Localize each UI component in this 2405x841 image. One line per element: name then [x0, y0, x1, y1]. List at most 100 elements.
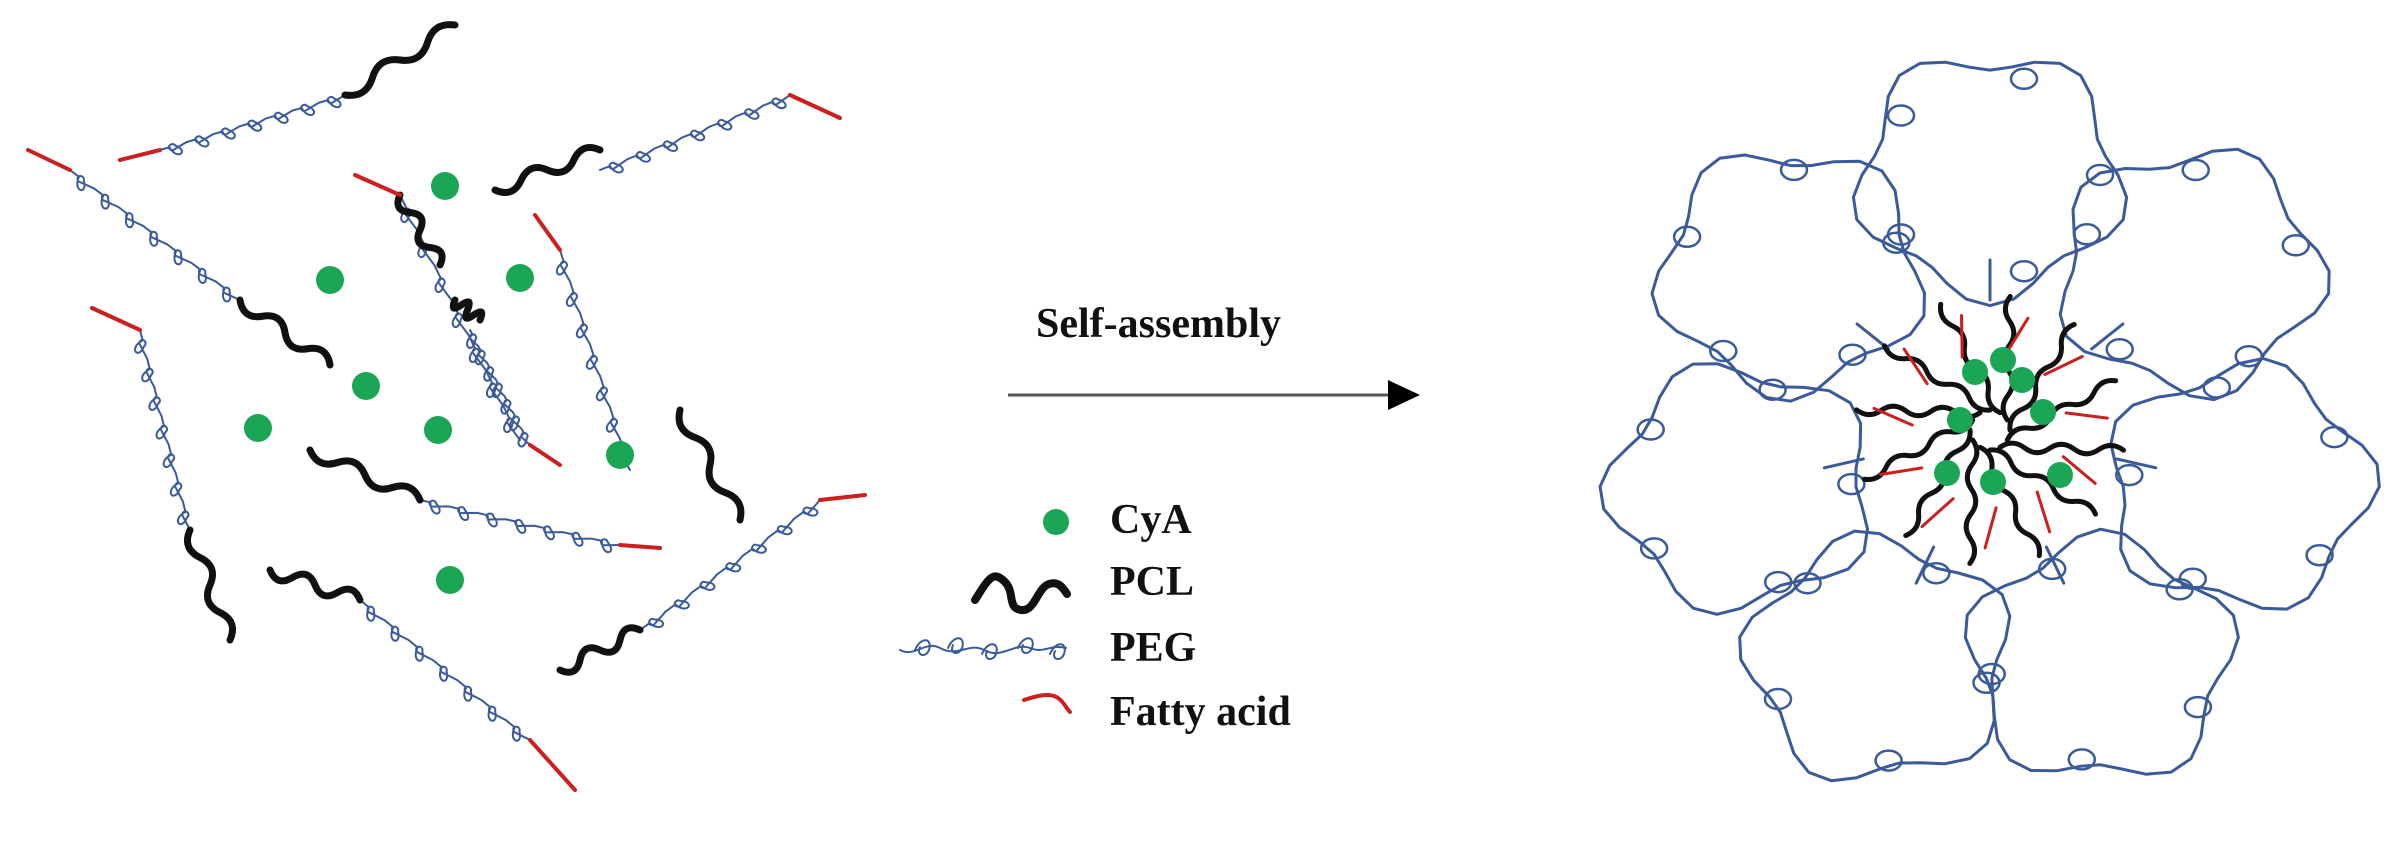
- peg-chain: [555, 249, 631, 471]
- peg-corona-loop: [1963, 527, 2240, 776]
- cya-dot: [316, 266, 344, 294]
- peg-tether: [2090, 322, 2125, 351]
- legend-fatty-acid-icon: [1022, 692, 1072, 714]
- peg-tether: [1914, 545, 1936, 585]
- peg-chain: [466, 329, 531, 448]
- self-assembly-label: Self-assembly: [1036, 301, 1281, 347]
- fatty-acid-segment: [1872, 406, 1914, 427]
- peg-coil-loop: [2085, 163, 2115, 187]
- peg-chain: [399, 194, 521, 441]
- fatty-acid-segment: [1920, 497, 1955, 528]
- cya-dot: [506, 264, 534, 292]
- peg-chain: [159, 94, 346, 156]
- peg-tether: [2044, 545, 2066, 585]
- cya-dot: [2009, 367, 2035, 393]
- peg-coil-loop: [1972, 671, 2001, 695]
- legend-peg-icon: [899, 637, 1067, 661]
- cya-dot: [2030, 399, 2056, 425]
- peg-tether: [1822, 457, 1865, 470]
- micelle: [1598, 60, 2381, 783]
- peg-coil-loop: [1709, 339, 1738, 363]
- cya-dot: [244, 414, 272, 442]
- pcl-block: [236, 296, 334, 369]
- pcl-core-strand: [1987, 447, 2099, 517]
- pcl-core-strand: [2007, 321, 2077, 433]
- peg-coil-loop: [1672, 225, 1702, 249]
- peg-coil-loop: [2234, 344, 2264, 368]
- peg-chain: [599, 94, 791, 174]
- pcl-core-strand: [1977, 444, 2043, 559]
- fatty-acid-segment: [788, 93, 842, 120]
- cya-dot: [424, 416, 452, 444]
- peg-coil-loop: [1779, 158, 1809, 182]
- peg-coil-loop: [2281, 234, 2311, 257]
- micelle-fatty-acid-segments: [1872, 314, 2109, 550]
- peg-coil-loop: [2072, 223, 2102, 246]
- peg-coil-loop: [1922, 561, 1951, 585]
- peg-coil-loop: [2115, 463, 2144, 487]
- pcl-core-strand: [1861, 417, 1976, 483]
- fatty-acid-segment: [1879, 466, 1924, 476]
- pcl-block: [556, 624, 644, 676]
- micelle-peg-corona: [1598, 60, 2381, 783]
- fatty-acid-segment: [353, 173, 402, 197]
- peg-coil-loop: [1763, 687, 1793, 711]
- fatty-acid-segment: [818, 493, 867, 502]
- pcl-core-strand: [1903, 427, 1973, 539]
- peg-corona-loop: [1738, 529, 2012, 783]
- fatty-acid-segment: [528, 738, 577, 792]
- cya-dot: [1962, 359, 1988, 385]
- fatty-acid-segment: [118, 148, 162, 162]
- cya-dot: [352, 372, 380, 400]
- peg-coil-loop: [2183, 695, 2213, 719]
- micelle-pcl-core: [1854, 294, 2126, 566]
- fatty-acid-segment: [2004, 316, 2030, 356]
- pcl-core-strand: [1881, 343, 1993, 413]
- peg-coil-loop: [1636, 418, 1665, 441]
- fatty-acid-segment: [618, 543, 662, 550]
- legend-pcl-icon: [971, 572, 1071, 614]
- peg-coil-loop: [1874, 749, 1903, 772]
- peg-corona-loop: [1851, 60, 2129, 308]
- fatty-acid-segment: [2061, 455, 2097, 485]
- pcl-block: [491, 144, 604, 196]
- cya-dot: [1934, 460, 1960, 486]
- legend-label-pcl: PCL: [1110, 559, 1194, 605]
- fatty-acid-segment: [533, 213, 562, 252]
- pcl-core-strand: [2004, 377, 2119, 443]
- peg-coil-loop: [2202, 376, 2232, 399]
- fatty-acid-segment: [2064, 411, 2109, 420]
- peg-coil-loop: [2320, 425, 2349, 449]
- peg-chain: [639, 499, 821, 631]
- fatty-acid-segment: [1902, 347, 1929, 386]
- unimer-chains-group: [26, 21, 867, 792]
- legend-icons: [899, 509, 1072, 714]
- legend-label-fatty-acid: Fatty acid: [1110, 689, 1291, 735]
- pcl-block: [675, 406, 745, 524]
- cya-dot: [1980, 469, 2006, 495]
- peg-corona-loop: [2058, 147, 2331, 402]
- peg-corona-loop: [1598, 362, 1869, 616]
- peg-chain: [69, 169, 241, 303]
- pcl-core-strand: [1963, 437, 1980, 566]
- pcl-block: [306, 446, 424, 504]
- self-assembly-arrow: [1008, 380, 1420, 410]
- cya-dot: [606, 441, 634, 469]
- cya-dot: [436, 566, 464, 594]
- fatty-acid-segment: [1983, 506, 1998, 550]
- pcl-block: [341, 21, 459, 99]
- peg-coil-loop: [2009, 67, 2039, 91]
- cya-dot: [431, 172, 459, 200]
- pcl-core-strand: [1997, 440, 2126, 457]
- peg-corona-loop: [2109, 357, 2381, 611]
- peg-coil-loop: [2105, 338, 2134, 361]
- peg-coil-loop: [1763, 570, 1793, 594]
- fatty-acid-segment: [528, 443, 562, 467]
- pcl-block: [449, 296, 486, 324]
- peg-coil-loop: [2165, 578, 2194, 601]
- legend-label-peg: PEG: [1110, 625, 1197, 671]
- fatty-acid-segment: [2035, 490, 2052, 534]
- peg-coil-loop: [2305, 543, 2334, 567]
- peg-coil-loop: [1838, 343, 1867, 366]
- peg-coil-loop: [1886, 104, 1916, 127]
